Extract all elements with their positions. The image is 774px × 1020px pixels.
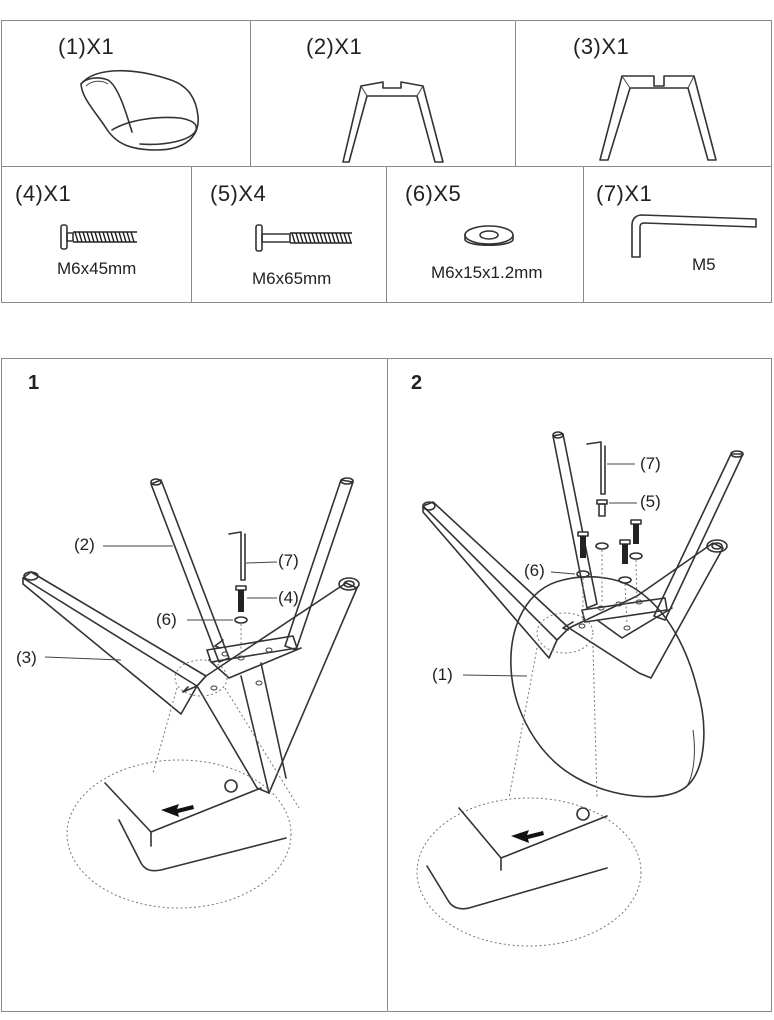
part-7-spec: M5: [692, 255, 716, 274]
part-7-cell: (7)X1 M5: [584, 167, 772, 303]
step-2-label-7: (7): [640, 454, 661, 473]
part-6-cell: (6)X5 M6x15x1.2mm: [387, 167, 583, 303]
part-3-cell: (3)X1: [516, 20, 772, 166]
part-1-qty: (1)X1: [58, 34, 115, 59]
part-4-spec: M6x45mm: [57, 259, 137, 278]
leg-frame-notched-icon: [599, 75, 717, 161]
step-1-label-3: (3): [16, 648, 37, 667]
step-1-number: 1: [28, 372, 40, 394]
part-2-cell: (2)X1: [251, 20, 515, 166]
step-2-seat-assembly-illustration: [416, 431, 744, 947]
parts-divider: [191, 166, 193, 303]
short-bolt-icon: [60, 224, 137, 250]
part-4-cell: (4)X1 M6x45mm: [1, 167, 191, 303]
step-1-leg-frames-illustration: [22, 477, 360, 909]
step-2-label-6: (6): [524, 561, 545, 580]
part-6-qty: (6)X5: [405, 181, 462, 206]
parts-divider: [583, 166, 585, 303]
step-1-label-7: (7): [278, 551, 299, 570]
parts-divider: [250, 20, 252, 167]
part-5-cell: (5)X4 M6x65mm: [192, 167, 386, 303]
part-2-qty: (2)X1: [306, 34, 363, 59]
step-1-label-2: (2): [74, 535, 95, 554]
step-1-label-6: (6): [156, 610, 177, 629]
step-2-label-5: (5): [640, 492, 661, 511]
part-5-qty: (5)X4: [210, 181, 267, 206]
step-1-label-4: (4): [278, 588, 299, 607]
leg-frame-icon: [342, 81, 444, 163]
part-7-qty: (7)X1: [596, 181, 653, 206]
part-3-qty: (3)X1: [573, 34, 630, 59]
step-2-label-1: (1): [432, 665, 453, 684]
parts-divider: [515, 20, 517, 167]
long-bolt-icon: [255, 224, 352, 252]
step-2-number: 2: [411, 372, 423, 394]
part-6-spec: M6x15x1.2mm: [431, 263, 543, 282]
part-1-cell: (1)X1: [1, 20, 250, 166]
washer-icon: [464, 225, 514, 247]
part-4-qty: (4)X1: [15, 181, 72, 206]
part-5-spec: M6x65mm: [252, 269, 332, 288]
parts-divider: [386, 166, 388, 303]
chair-seat-icon: [80, 69, 199, 151]
step-2-panel: [387, 358, 772, 1012]
allen-key-icon: [631, 214, 757, 258]
